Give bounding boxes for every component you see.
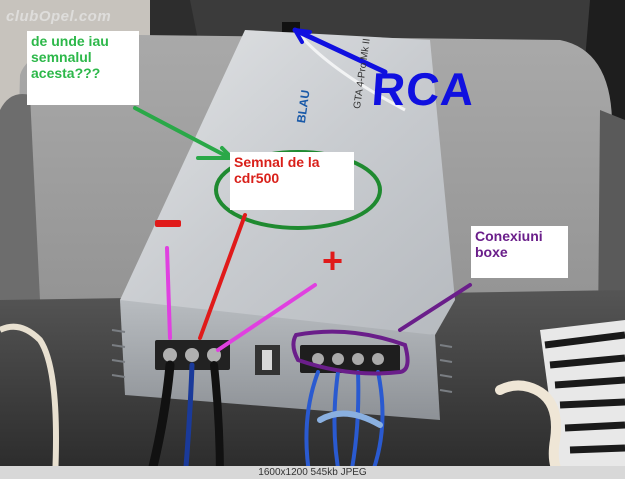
plus-label: + (322, 240, 344, 281)
rca-label: RCA (370, 63, 477, 115)
zebra-fabric (540, 320, 625, 479)
image-info-bar: 1600x1200 545kb JPEG (0, 466, 625, 479)
minus-label (155, 220, 181, 227)
speaker-connections-label: Conexiuni boxe (471, 226, 568, 278)
signal-source-label: Semnal de la cdr500 (230, 152, 354, 210)
site-watermark: clubOpel.com (6, 8, 112, 25)
heatsink-fins (111, 329, 453, 393)
rca-connector (282, 22, 300, 32)
speaker-terminals (300, 345, 400, 373)
question-label: de unde iau semnalul acesta??? (27, 31, 139, 105)
tie-rope (495, 380, 570, 479)
